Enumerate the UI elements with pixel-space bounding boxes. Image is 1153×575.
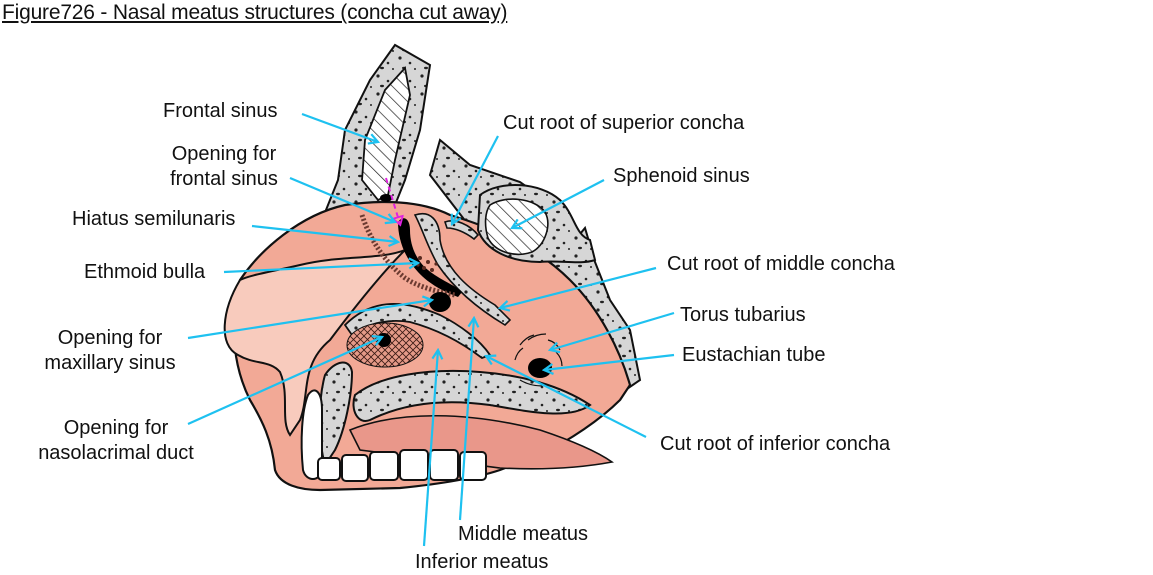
ethmoid-ridge — [359, 214, 456, 298]
figure-title: Figure726 - Nasal meatus structures (con… — [2, 1, 508, 24]
arrow-torus — [550, 311, 675, 350]
arrow-superior-concha — [452, 135, 499, 224]
label-opening-nasolacrimal-line2: nasolacrimal duct — [38, 442, 194, 464]
nasolacrimal-opening — [377, 333, 391, 347]
pointer-arrows — [187, 112, 675, 547]
arrow-sphenoid — [512, 179, 605, 228]
label-torus-tubarius: Torus tubarius — [680, 304, 806, 326]
hard-palate — [352, 369, 592, 422]
arrow-maxillary — [187, 300, 432, 340]
frontal-drainage-guide-arrow — [385, 177, 400, 224]
label-opening-frontal-line1: Opening for — [171, 143, 277, 165]
external-nose — [223, 249, 406, 437]
arrow-eustachian — [544, 353, 675, 370]
label-opening-nasolacrimal-duct: Opening for nasolacrimal duct — [26, 416, 206, 466]
arrow-middle-meatus — [458, 318, 474, 521]
label-inferior-meatus: Inferior meatus — [415, 551, 549, 573]
frontal-sinus-shape — [361, 66, 411, 202]
arrow-ethmoid-bulla — [223, 263, 418, 274]
label-hiatus-semilunaris: Hiatus semilunaris — [72, 208, 236, 230]
label-opening-nasolacrimal-line1: Opening for — [63, 417, 169, 439]
label-cut-root-middle-concha: Cut root of middle concha — [667, 253, 895, 275]
arrow-middle-concha — [500, 266, 657, 308]
torus-tubarius-marks — [514, 333, 563, 387]
arrow-inferior-meatus — [422, 350, 438, 547]
label-opening-maxillary-line1: Opening for — [57, 327, 163, 349]
label-opening-frontal-sinus: Opening for frontal sinus — [158, 142, 290, 192]
label-frontal-sinus: Frontal sinus — [163, 100, 278, 122]
arrow-nasolacrimal — [187, 337, 382, 426]
label-middle-meatus: Middle meatus — [458, 523, 589, 545]
arrow-inferior-concha — [486, 356, 647, 438]
label-ethmoid-bulla: Ethmoid bulla — [84, 261, 206, 283]
arrow-frontal-sinus — [301, 112, 378, 142]
middle-concha-root — [413, 213, 512, 327]
label-opening-maxillary-sinus: Opening for maxillary sinus — [30, 326, 190, 376]
label-sphenoid-sinus: Sphenoid sinus — [613, 165, 750, 187]
eustachian-opening — [528, 358, 552, 378]
arrow-opening-frontal — [289, 176, 395, 222]
label-cut-root-inferior-concha: Cut root of inferior concha — [660, 433, 891, 455]
canine-tooth — [300, 389, 323, 480]
label-cut-root-superior-concha: Cut root of superior concha — [503, 112, 745, 134]
arrow-hiatus — [251, 224, 398, 242]
teeth — [317, 449, 487, 482]
label-opening-frontal-line2: frontal sinus — [170, 168, 278, 190]
label-eustachian-tube: Eustachian tube — [682, 344, 826, 366]
label-opening-maxillary-line2: maxillary sinus — [44, 352, 176, 374]
frontal-opening — [380, 194, 392, 202]
maxillary-opening — [429, 292, 451, 312]
